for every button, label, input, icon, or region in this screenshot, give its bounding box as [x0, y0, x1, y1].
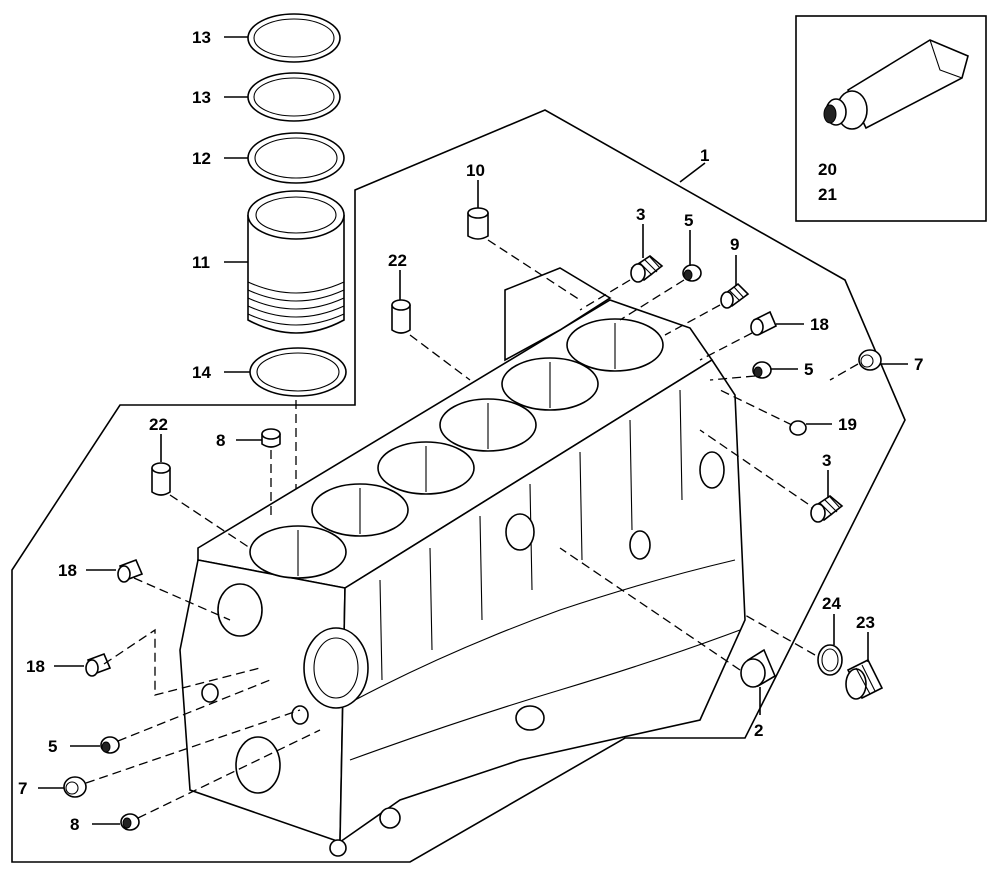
plug-18-right [750, 310, 778, 336]
callout-5-left: 5 [48, 737, 57, 756]
bushing-2 [740, 648, 777, 688]
dowel-22-top [391, 299, 411, 334]
plug-7-right [858, 349, 882, 371]
threaded-plug-9 [720, 282, 750, 309]
callout-7-left: 7 [18, 779, 27, 798]
callout-22-left: 22 [149, 415, 168, 434]
threaded-plug-23 [845, 658, 884, 700]
callout-7-right: 7 [914, 355, 923, 374]
callout-3-top: 3 [636, 205, 645, 224]
plug-5-top [682, 264, 702, 282]
sealant-tube-icon [823, 39, 969, 130]
callout-3-right: 3 [822, 451, 831, 470]
plug-5-left [100, 736, 120, 754]
callout-5-right: 5 [804, 360, 813, 379]
callout-24: 24 [822, 594, 841, 613]
o-ring-24 [817, 644, 843, 676]
callout-8-left: 8 [70, 815, 79, 834]
callout-20: 20 [818, 160, 837, 179]
callout-18-left-bottom: 18 [26, 657, 45, 676]
callout-13-lower: 13 [192, 88, 211, 107]
threaded-plug-3-top [630, 255, 664, 283]
seal-ring-13-top [247, 13, 341, 63]
assembly-lines [85, 239, 859, 819]
seal-ring-13-lower [247, 72, 341, 122]
callout-11: 11 [192, 253, 210, 272]
seal-ring-12 [247, 132, 345, 184]
assembly-boundary [11, 109, 906, 863]
plug-7-left [63, 776, 87, 798]
callout-1: 1 [700, 146, 709, 165]
leader-lines [38, 36, 908, 825]
plug-18-left-top [117, 558, 144, 583]
cylinder-liner-11 [247, 190, 345, 334]
callout-18-right: 18 [810, 315, 829, 334]
callout-22-top: 22 [388, 251, 407, 270]
callout-2: 2 [754, 721, 763, 740]
callout-19: 19 [838, 415, 857, 434]
seal-ring-14 [249, 347, 347, 397]
callout-5-top: 5 [684, 211, 693, 230]
sleeve-10 [467, 207, 489, 240]
callout-12: 12 [192, 149, 211, 168]
callout-8-top: 8 [216, 431, 225, 450]
callout-23: 23 [856, 613, 875, 632]
plug-19 [789, 420, 807, 436]
callout-21: 21 [818, 185, 837, 204]
callout-10: 10 [466, 161, 485, 180]
plug-8-top [261, 428, 281, 448]
threaded-plug-3-right [810, 495, 844, 523]
plug-18-left-bottom [85, 652, 112, 677]
dowel-22-left [151, 462, 171, 496]
plug-5-right [752, 361, 772, 379]
sealant-inset-box [795, 15, 987, 222]
callout-13-top: 13 [192, 28, 211, 47]
cylinder-block-1 [179, 267, 746, 857]
plug-8-left [120, 813, 140, 831]
callout-14: 14 [192, 363, 211, 382]
callout-18-left-top: 18 [58, 561, 77, 580]
callout-9: 9 [730, 235, 739, 254]
